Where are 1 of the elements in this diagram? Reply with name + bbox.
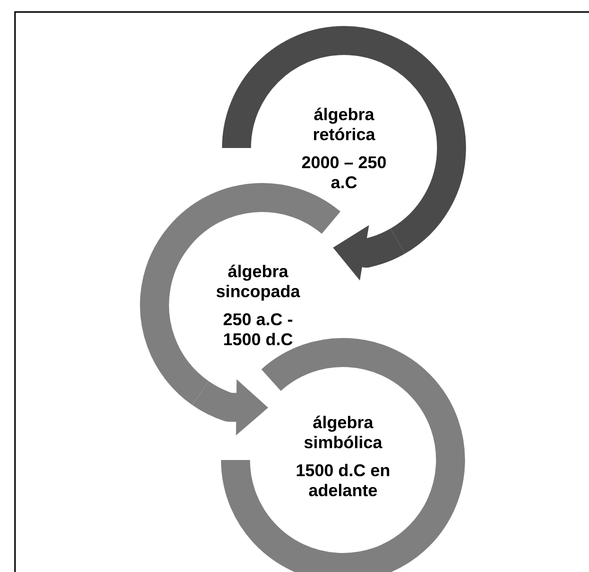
- ring: álgebra retórica 2000 – 250 a.C: [222, 26, 466, 254]
